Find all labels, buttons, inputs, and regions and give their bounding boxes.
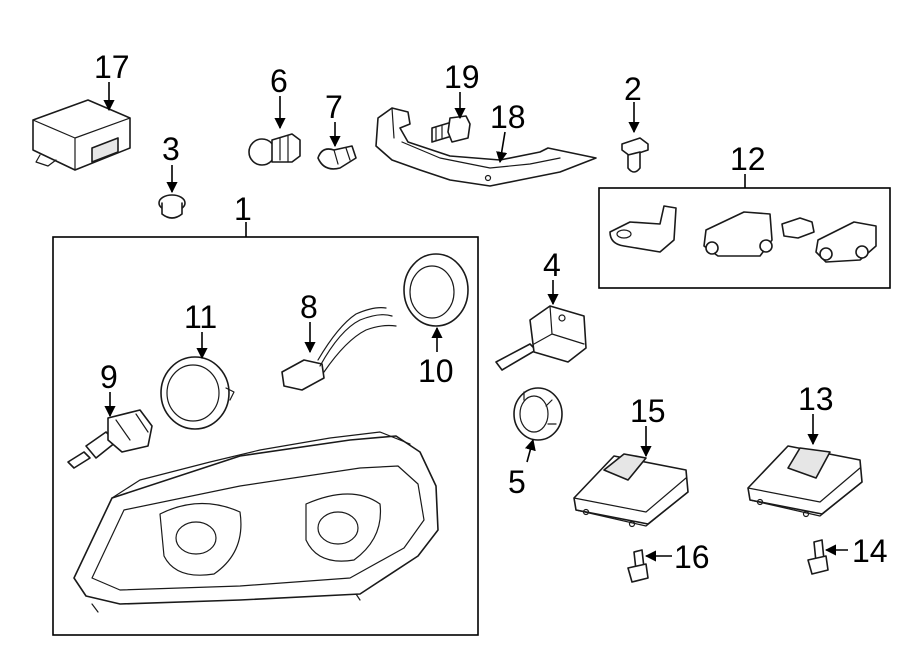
part-2-screw[interactable] — [621, 137, 649, 173]
callout-15: 15 — [630, 393, 666, 429]
part-18-mounting-rail[interactable] — [375, 107, 597, 187]
callout-16: 16 — [674, 539, 710, 575]
callout-12: 12 — [730, 141, 766, 177]
callout-7: 7 — [325, 89, 343, 125]
callout-9: 9 — [100, 359, 118, 395]
callout-14: 14 — [852, 533, 888, 569]
part-6-bulb[interactable] — [248, 133, 301, 166]
callout-labels: 1 2 3 4 5 6 7 8 9 10 11 12 13 14 15 16 1… — [94, 49, 888, 575]
callout-5: 5 — [508, 464, 526, 500]
callout-19: 19 — [444, 59, 480, 95]
part-9-socket[interactable] — [67, 409, 153, 469]
part-14-screw[interactable] — [807, 539, 829, 575]
callout-1: 1 — [234, 191, 252, 227]
callout-8: 8 — [300, 289, 318, 325]
callout-11: 11 — [184, 299, 217, 335]
part-15-ballast[interactable] — [573, 453, 689, 528]
callout-18: 18 — [490, 99, 526, 135]
callout-13: 13 — [798, 381, 834, 417]
part-19-bolt[interactable] — [431, 115, 471, 143]
part-12-bracket-set[interactable] — [609, 205, 877, 263]
headlamp-assembly-frame — [52, 236, 479, 636]
part-5-retainer[interactable] — [513, 387, 563, 441]
part-16-screw[interactable] — [627, 549, 649, 583]
part-8-wire-harness[interactable] — [281, 307, 397, 391]
callout-6: 6 — [270, 63, 288, 99]
callout-2: 2 — [624, 71, 642, 107]
part-1-headlamp[interactable] — [73, 431, 439, 613]
leader-lines — [103, 82, 848, 562]
part-3-plug[interactable] — [158, 194, 186, 219]
callout-3: 3 — [162, 131, 180, 167]
part-17-control-module[interactable] — [32, 99, 131, 171]
callout-10: 10 — [418, 353, 454, 389]
callout-4: 4 — [543, 247, 561, 283]
part-7-wedge-bulb[interactable] — [317, 145, 357, 170]
part-10-cap[interactable] — [403, 253, 469, 327]
callout-17: 17 — [94, 49, 130, 85]
part-11-seal-ring[interactable] — [160, 356, 235, 430]
part-4-xenon-bulb[interactable] — [495, 305, 587, 371]
part-13-control-unit[interactable] — [747, 445, 863, 518]
